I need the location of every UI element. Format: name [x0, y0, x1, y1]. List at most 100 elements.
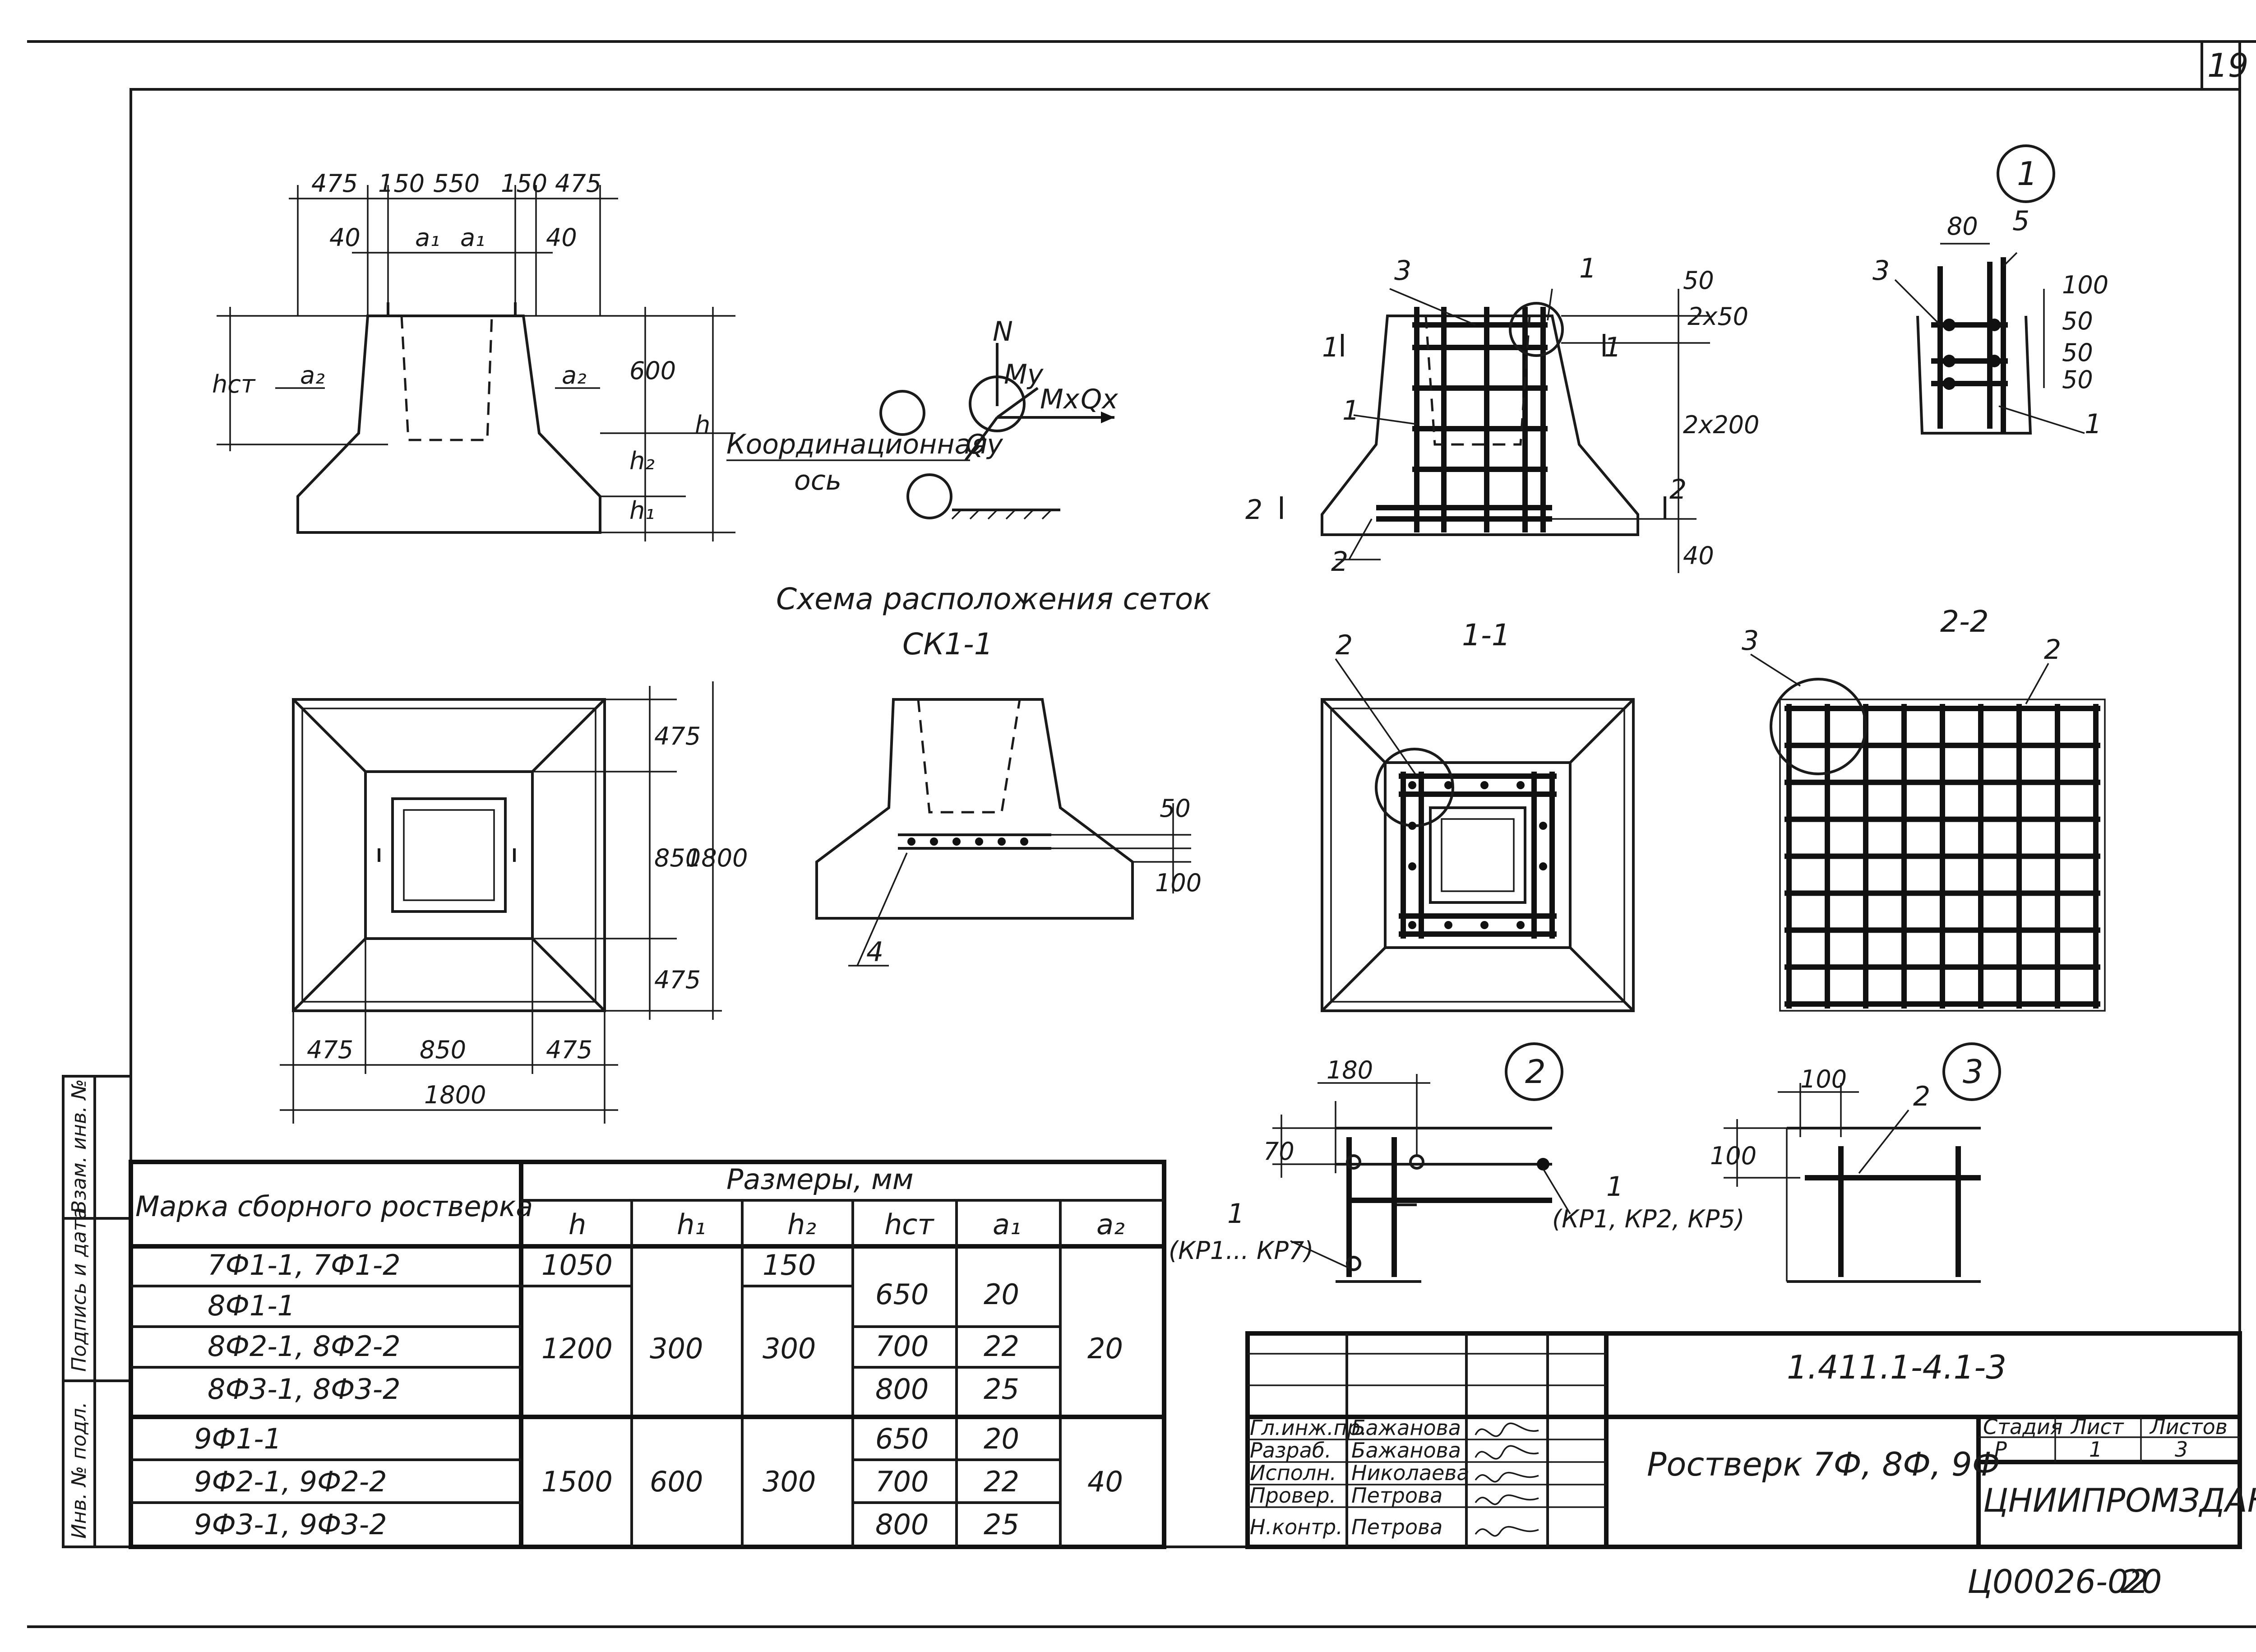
elev-label-h: h [695, 411, 710, 439]
elev-dim-2-4: 40 [546, 223, 577, 252]
table-cell-hst: 650 [875, 1422, 929, 1455]
tb-sheets: 3 [2175, 1437, 2188, 1462]
plan-dim-r1: 475 [654, 722, 701, 750]
table-header-sizes: Размеры, мм [726, 1163, 914, 1196]
sec-dim-2x50: 2x50 [1687, 302, 1748, 331]
table-cell-h2: 300 [763, 1332, 816, 1365]
detail2-callout-right: 1 [1606, 1171, 1623, 1203]
detail-2: 2 180 70 1 (КР1, КР2, КР5) 1 (КР1... КР7… [1169, 1042, 1745, 1283]
detail2-callout-right-note: (КР1, КР2, КР5) [1552, 1205, 1745, 1233]
signature-3 [1475, 1472, 1539, 1483]
tb-person: Бажанова [1351, 1438, 1461, 1462]
detail1-dim-50b: 50 [2062, 338, 2093, 367]
tb-person: Николаева [1351, 1461, 1470, 1485]
title-block-name: Ростверк 7Ф, 8Ф, 9Ф [1647, 1445, 2000, 1483]
elev-dim-2-2: a₁ [415, 223, 440, 252]
detail2-dim-180: 180 [1327, 1056, 1373, 1084]
scheme-callout-4: 4 [866, 936, 883, 968]
axis-label-2: ось [794, 465, 841, 496]
table-cell-hst: 650 [875, 1278, 929, 1311]
stamp-inv-podl: Инв. № подл. [68, 1402, 91, 1539]
signature-4 [1475, 1494, 1539, 1505]
page-number-box [2201, 40, 2241, 91]
table-cell-a1: 20 [984, 1278, 1019, 1311]
table-cell-a2: 20 [1087, 1332, 1123, 1365]
detail2-callout-left: 1 [1227, 1198, 1244, 1230]
detail-1: 1 80 100 50 50 50 3 5 1 [1872, 144, 2108, 440]
elev-label-a2-right: a₂ [562, 361, 587, 389]
elev-dim-top-3: 550 [433, 169, 480, 198]
sec22-title: 2-2 [1940, 604, 1989, 639]
tb-role: Разраб. [1250, 1438, 1331, 1462]
detail2-dim-70: 70 [1263, 1137, 1294, 1166]
drawing-frame [129, 88, 2241, 1548]
tb-person: Бажанова [1351, 1416, 1461, 1440]
table-row-mark: 9Ф2-1, 9Ф2-2 [194, 1465, 387, 1498]
table-cell-h: 1200 [541, 1332, 613, 1365]
tb-sheet-label: Лист [2070, 1415, 2124, 1439]
tb-role: Гл.инж.пр. [1250, 1416, 1367, 1440]
tb-person: Петрова [1351, 1515, 1442, 1539]
table-row-mark: 7Ф1-1, 7Ф1-2 [208, 1249, 401, 1282]
table-row-mark: 8Ф1-1 [208, 1289, 295, 1322]
table-col-hst: hст [884, 1208, 934, 1241]
archive-page: 20 [2121, 1563, 2162, 1601]
sec-dim-40: 40 [1683, 541, 1714, 570]
section-1-1: 1-1 2 [1321, 618, 1635, 1012]
load-N: N [993, 316, 1013, 347]
title-block-code: 1.411.1-4.1-3 [1787, 1348, 2006, 1386]
detail3-callout: 2 [1913, 1081, 1930, 1112]
table-cell-a1: 20 [984, 1422, 1019, 1455]
plan-dim-r3: 475 [654, 966, 701, 994]
sec-cut-1-left: 1 [1322, 332, 1339, 363]
elev-label-h2: h₂ [629, 447, 655, 475]
detail2-callout-left-note: (КР1... КР7) [1169, 1236, 1313, 1265]
sec22-callout-2: 2 [2044, 634, 2061, 666]
side-stamps: Инв. № подл. Подпись и дата Взам. инв. № [62, 1075, 132, 1548]
detail1-mark: 1 [2017, 155, 2038, 193]
sec-callout-1b: 1 [1342, 395, 1359, 426]
tb-role: Н.контр. [1250, 1515, 1343, 1539]
sec-callout-2b: 2 [1331, 546, 1348, 578]
detail1-callout-1: 1 [2085, 408, 2102, 440]
plan-dim-b2: 850 [420, 1036, 466, 1064]
signature-2 [1475, 1445, 1539, 1460]
tb-role: Исполн. [1250, 1461, 1336, 1485]
rebar-section: 3 1 1 1 2 2 1 2 50 2x50 2x200 40 [1245, 253, 1759, 578]
elev-label-a2-left: a₂ [300, 361, 325, 389]
archive-code: Ц00026-02 [1967, 1563, 2149, 1601]
table-cell-a1: 22 [984, 1465, 1019, 1498]
elev-dim-top-2: 150 [378, 169, 425, 198]
load-Qy: Qy [966, 429, 1003, 460]
tb-stage: Р [1994, 1437, 2007, 1462]
plan-dim-total-bottom: 1800 [424, 1081, 486, 1109]
scheme-title-2: СК1-1 [902, 627, 993, 662]
table-row-mark: 8Ф3-1, 8Ф3-2 [208, 1373, 401, 1406]
detail1-callout-3: 3 [1872, 255, 1890, 287]
detail-3: 3 100 100 2 [1710, 1042, 2001, 1283]
tb-person: Петрова [1351, 1483, 1442, 1508]
detail1-callout-5: 5 [2012, 205, 2029, 237]
detail1-dim-50a: 50 [2062, 307, 2093, 335]
sec-dim-50: 50 [1683, 266, 1714, 295]
elev-label-hst: hст [212, 370, 256, 398]
signature-5 [1475, 1526, 1539, 1537]
table-cell-hst: 700 [875, 1330, 929, 1363]
detail1-dim-100: 100 [2062, 271, 2108, 299]
sec-dim-2x200: 2x200 [1683, 411, 1759, 439]
load-scheme: N My Mx Qx Qy Координационная ось [726, 316, 1118, 520]
elev-dim-top-5: 475 [555, 169, 601, 198]
table-row-mark: 8Ф2-1, 8Ф2-2 [208, 1330, 401, 1363]
plan-dim-b3: 475 [546, 1036, 592, 1064]
table-cell-a1: 25 [984, 1508, 1019, 1541]
table-col-h: h [569, 1208, 586, 1241]
tb-role: Провер. [1250, 1483, 1336, 1508]
table-col-a2: a₂ [1096, 1208, 1125, 1241]
table-cell-a2: 40 [1087, 1465, 1123, 1498]
table-col-h2: h₂ [787, 1208, 816, 1241]
elev-label-600: 600 [629, 356, 676, 385]
table-cell-h2: 300 [763, 1465, 816, 1498]
dimension-table: Марка сборного ростверка Размеры, мм h h… [129, 1160, 1166, 1549]
table-row-mark: 9Ф3-1, 9Ф3-2 [194, 1508, 387, 1541]
sec-cut-2-right: 2 [1669, 474, 1687, 505]
